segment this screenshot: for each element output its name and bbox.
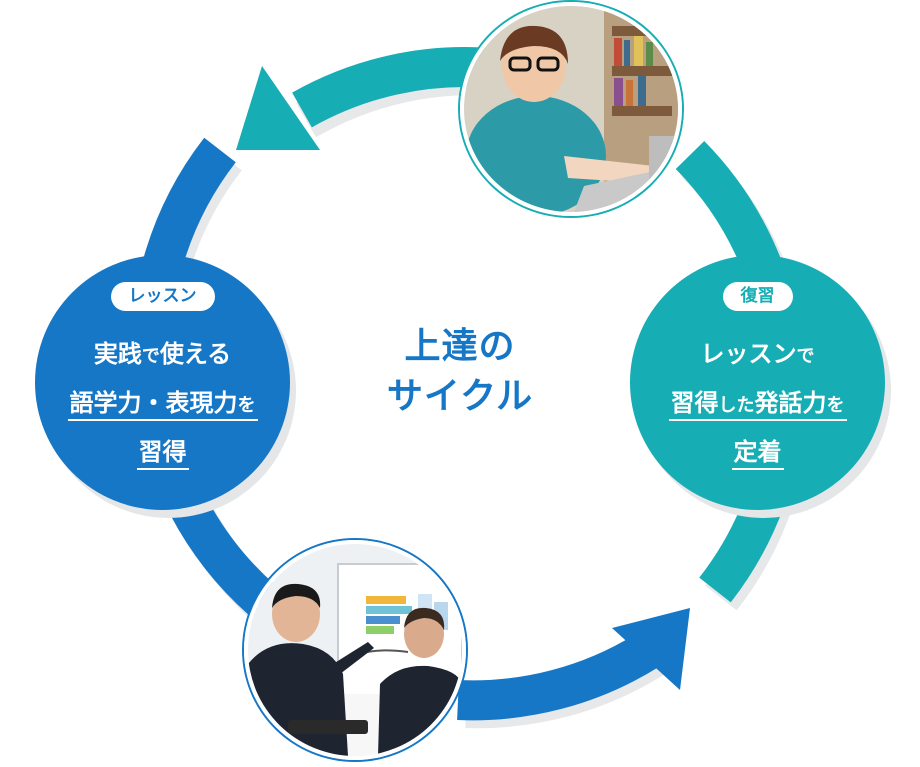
- arrowhead-top: [236, 66, 320, 150]
- arc-bottom: [457, 632, 659, 721]
- cycle-title-line1: 上達の: [404, 326, 516, 367]
- cycle-title: 上達の サイクル: [360, 322, 560, 422]
- arrowhead-bottom: [612, 608, 690, 690]
- lesson-tag: レッスン: [110, 282, 215, 311]
- review-line-1: レッスンで: [630, 331, 885, 380]
- review-circle: 復習 レッスンで 習得した発話力を 定着: [630, 255, 885, 510]
- review-line-3-text: 定着: [731, 438, 784, 470]
- review-line-1-a: レッスン: [700, 340, 797, 368]
- photo-woman-laptop: [460, 2, 682, 216]
- lesson-line-3-text: 習得: [136, 438, 189, 470]
- lesson-line-1-a: 実践: [93, 340, 142, 368]
- review-description: レッスンで 習得した発話力を 定着: [630, 331, 885, 475]
- review-line-3: 定着: [630, 429, 885, 475]
- lesson-circle: レッスン 実践で使える 語学力・表現力を 習得: [35, 255, 290, 510]
- cycle-title-line2: サイクル: [386, 376, 534, 417]
- lesson-line-1-b: で: [141, 346, 160, 367]
- review-line-2-d: を: [826, 395, 845, 416]
- review-line-2-c: 発話力: [754, 389, 827, 417]
- review-line-2-b: した: [718, 395, 755, 416]
- review-line-2: 習得した発話力を: [630, 380, 885, 429]
- photo-business-meeting: [244, 540, 466, 760]
- lesson-description: 実践で使える 語学力・表現力を 習得: [35, 331, 290, 475]
- lesson-line-2-b: を: [237, 395, 256, 416]
- lesson-line-3: 習得: [35, 429, 290, 475]
- lesson-line-1: 実践で使える: [35, 331, 290, 380]
- lesson-line-2: 語学力・表現力を: [35, 380, 290, 429]
- review-line-2-a: 習得: [670, 389, 719, 417]
- review-tag: 復習: [722, 282, 793, 311]
- lesson-line-1-c: 使える: [159, 340, 232, 368]
- review-line-1-b: で: [796, 346, 815, 367]
- lesson-line-2-a: 語学力・表現力: [69, 389, 238, 417]
